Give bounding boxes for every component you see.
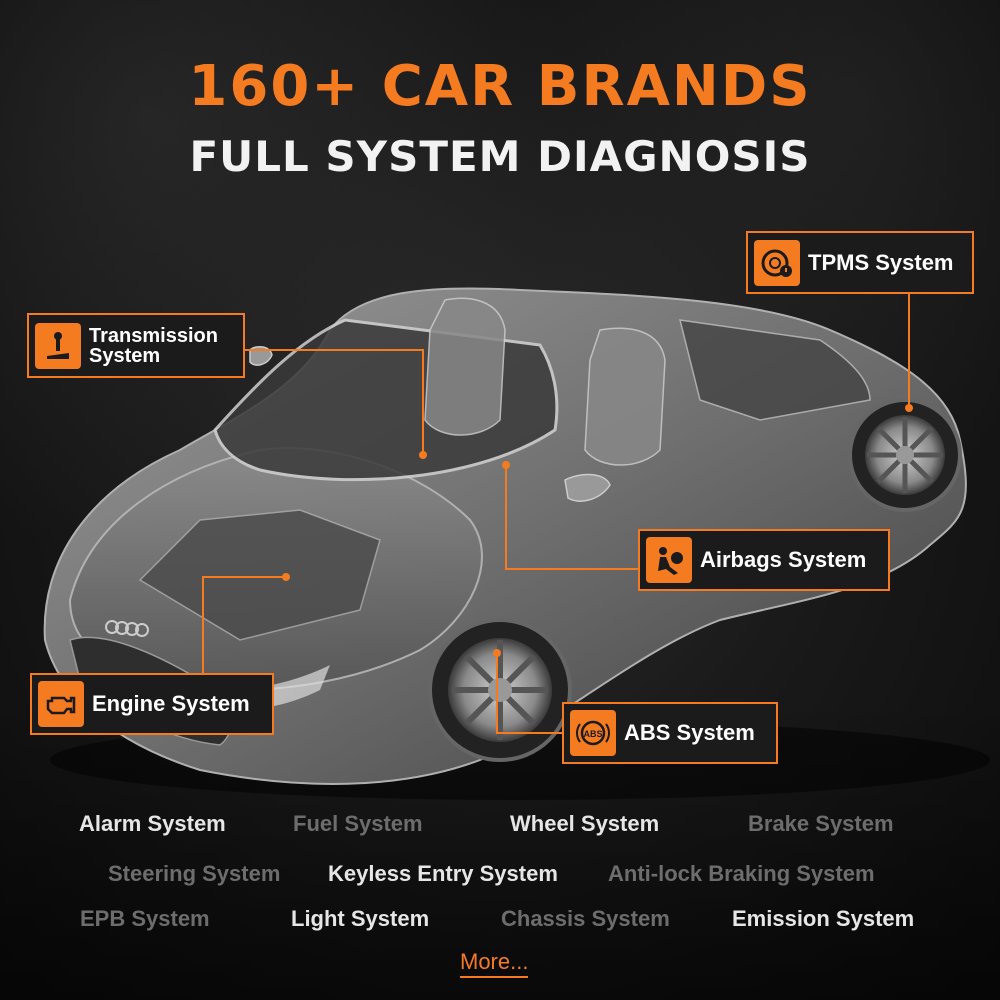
callout-tpms-label: TPMS System [808,249,954,275]
car-badge [105,620,149,637]
callout-engine: Engine System [30,673,274,735]
callout-transmission-label-1: Transmission [89,324,218,347]
car-mirror [564,473,611,502]
system-item: Anti-lock Braking System [608,861,875,886]
callout-engine-label: Engine System [92,691,250,716]
abs-icon: ABS [570,710,616,756]
engine-warning-icon [38,681,84,727]
callout-airbags: Airbags System [638,529,890,591]
more-link[interactable]: More... [460,949,529,978]
car-side-window [679,319,871,421]
page-subtitle: FULL SYSTEM DIAGNOSIS [189,132,811,181]
system-item: Keyless Entry System [328,861,558,886]
abs-icon-text: ABS [583,729,602,739]
callout-transmission: Transmission System [27,313,245,378]
connector-dot-abs [493,649,501,657]
connector-dot-engine [282,573,290,581]
airbag-icon [646,537,692,583]
system-item: Brake System [748,811,894,836]
engine-bay [138,509,381,641]
system-item: Emission System [732,906,915,931]
tire-pressure-icon [754,239,800,286]
system-item: EPB System [80,906,210,931]
car-seat-right [584,327,666,466]
car-windshield [213,318,559,482]
connector-dot-tpms [905,404,913,412]
system-item: Fuel System [293,811,423,836]
page-title: 160+ CAR BRANDS [188,54,812,119]
callout-abs: ABS ABS System [562,702,778,764]
connector-dot-airbags [502,461,510,469]
system-item: Alarm System [79,811,226,836]
system-item: Light System [291,906,430,931]
system-item: Chassis System [501,906,670,931]
connector-dot-transmission [419,451,427,459]
system-item: Wheel System [510,811,660,836]
car-seat-left [424,297,506,436]
callout-transmission-label-2: System [89,344,161,367]
callout-tpms: TPMS System [746,231,974,294]
callout-connectors [202,292,910,734]
system-item: Steering System [108,861,281,886]
callout-airbags-label: Airbags System [700,547,867,572]
gear-shift-icon [35,322,81,369]
callout-abs-label: ABS System [624,720,755,745]
